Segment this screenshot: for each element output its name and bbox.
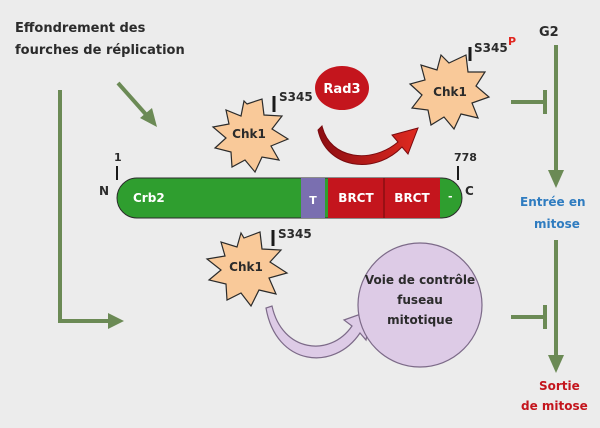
- title-line1: Effondrement des: [15, 21, 146, 36]
- entree-line1: Entrée en: [520, 195, 586, 209]
- spindle-checkpoint-circle: [357, 242, 483, 368]
- red-curved-arrow: [317, 125, 419, 165]
- chk1-star-lower: Chk1: [205, 231, 289, 308]
- spindle-line1: Voie de contrôle: [365, 273, 475, 287]
- title-line2: fourches de réplication: [15, 43, 185, 58]
- spindle-line2: fuseau: [397, 293, 443, 307]
- diagonal-arrow-shaft: [116, 81, 152, 121]
- lavender-curved-arrow: [265, 305, 373, 359]
- l-arrow-head: [108, 313, 124, 329]
- s345-label-lower: S345: [278, 227, 312, 241]
- diagonal-arrow-head: [140, 108, 157, 127]
- chk1-label-upper: Chk1: [232, 127, 266, 141]
- chk1-star-top-right: Chk1: [408, 53, 491, 131]
- g2-arrow-head: [548, 170, 564, 188]
- brct1-label: BRCT: [338, 191, 374, 205]
- tail-label: -: [448, 190, 453, 203]
- s345-label-top-right: S345: [474, 41, 508, 55]
- t-domain: [301, 178, 325, 218]
- rad3-oval: [315, 66, 369, 110]
- pos-end-label: 778: [454, 151, 477, 164]
- crb2-label: Crb2: [133, 191, 165, 205]
- spindle-line3: mitotique: [387, 313, 453, 327]
- g2-label: G2: [539, 25, 559, 40]
- sortie-line2: de mitose: [521, 399, 588, 413]
- c-term-label: C: [465, 184, 474, 198]
- mitosis-arrow-head: [548, 355, 564, 373]
- t-domain-label: T: [309, 194, 317, 207]
- sortie-line1: Sortie: [539, 379, 580, 393]
- rad3-label: Rad3: [323, 82, 360, 97]
- pos-start-label: 1: [114, 151, 122, 164]
- chk1-label-top-right: Chk1: [433, 85, 467, 99]
- chk1-star-upper: Chk1: [211, 98, 290, 174]
- l-arrow-shaft: [58, 90, 110, 323]
- entree-line2: mitose: [534, 217, 580, 231]
- brct2-label: BRCT: [394, 191, 430, 205]
- chk1-label-lower: Chk1: [229, 260, 263, 274]
- phospho-label: P: [508, 35, 516, 48]
- n-term-label: N: [99, 184, 109, 198]
- s345-label-upper: S345: [279, 90, 313, 104]
